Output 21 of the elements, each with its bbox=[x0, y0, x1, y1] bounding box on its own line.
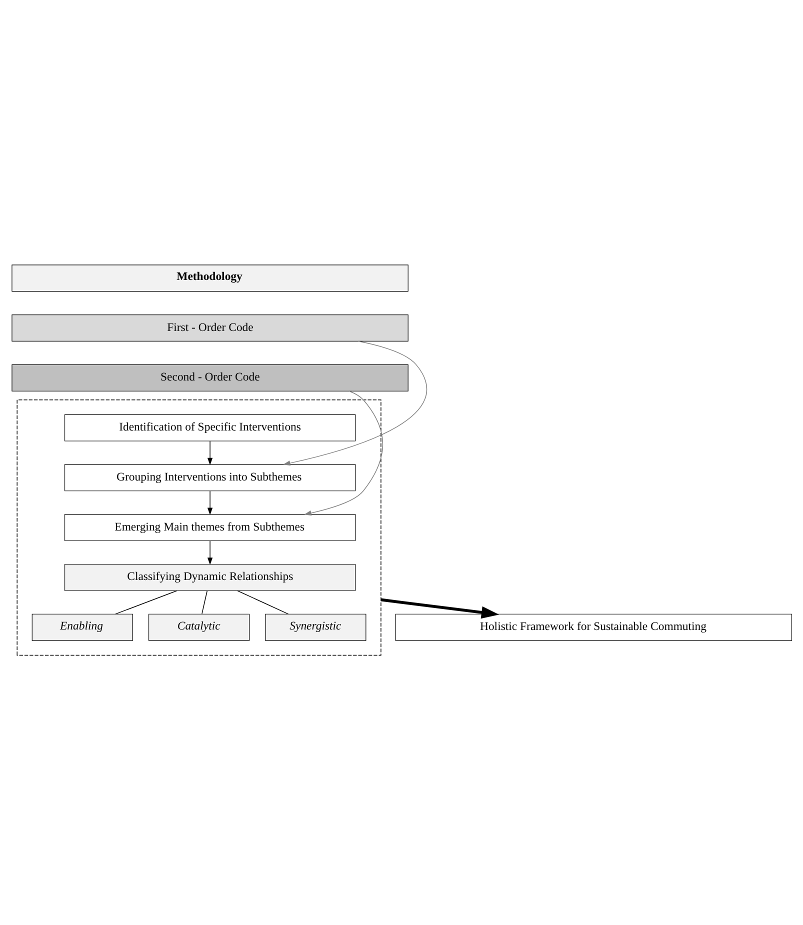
node-box: Methodology bbox=[12, 264, 408, 292]
node-box: First - Order Code bbox=[12, 314, 408, 342]
arrow bbox=[207, 540, 213, 565]
node-box: Enabling bbox=[32, 613, 133, 640]
node-box: Catalytic bbox=[148, 613, 250, 640]
node-box: Synergistic bbox=[265, 613, 366, 640]
arrow bbox=[207, 490, 213, 515]
node-box: Grouping Interventions into Subthemes bbox=[64, 464, 356, 491]
node-box: Second - Order Code bbox=[12, 364, 408, 391]
arrow bbox=[282, 340, 428, 466]
node-box: Emerging Main themes from Subthemes bbox=[64, 514, 356, 541]
arrow bbox=[207, 440, 213, 465]
node-box: Holistic Framework for Sustainable Commuting bbox=[395, 613, 792, 640]
connector bbox=[237, 590, 289, 614]
node-box: Identification of Specific Interventions bbox=[64, 414, 356, 441]
connector bbox=[115, 590, 178, 614]
connector bbox=[202, 590, 208, 614]
node-box: Classifying Dynamic Relationships bbox=[64, 563, 356, 590]
arrow bbox=[380, 598, 500, 618]
cluster bbox=[16, 399, 382, 656]
arrow bbox=[304, 390, 384, 516]
